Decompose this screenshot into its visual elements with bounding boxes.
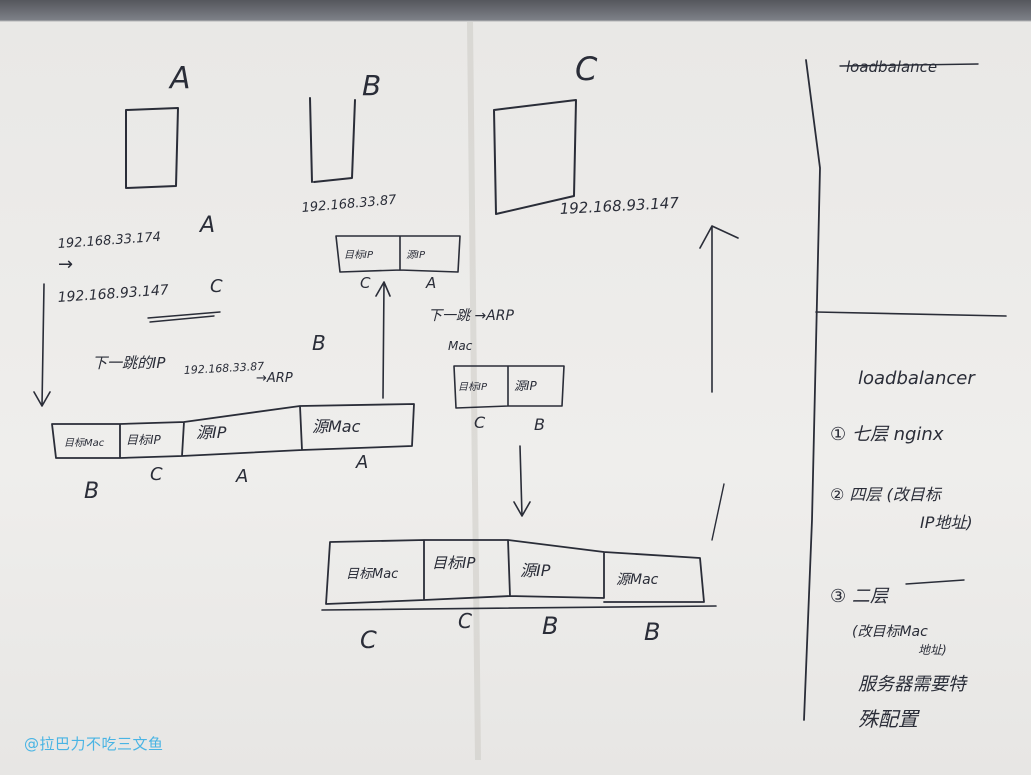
left-next-hop-ip: 192.168.33.87	[183, 360, 264, 377]
host-a-ip: 192.168.33.174	[57, 230, 161, 252]
middle-cell-2: 源IP	[514, 379, 538, 393]
host-c-box	[493, 99, 577, 215]
b-packet-tag-1: C	[360, 274, 371, 292]
up-arrow-to-c	[699, 225, 739, 393]
left-cell-4: 源Mac	[312, 417, 361, 436]
middle-note-2: Mac	[448, 339, 473, 353]
sidebar-struck: loadbalance	[846, 58, 937, 76]
watermark: @拉巴力不吃三文鱼	[24, 735, 164, 753]
sidebar-strikethrough	[839, 63, 979, 67]
sidebar-item-3b: (改目标Mac	[852, 624, 928, 640]
host-b-ip: 192.168.33.87	[301, 193, 398, 216]
up-arrow-to-b	[375, 281, 391, 399]
b-packet-tag-2: A	[425, 274, 436, 292]
bottom-cell-3: 源IP	[520, 561, 551, 580]
bottom-tag-1: C	[360, 626, 377, 654]
bottom-tag-2: C	[458, 609, 472, 633]
left-next-hop: 下一跳的IP	[92, 354, 166, 372]
middle-tag-2: B	[534, 415, 545, 434]
middle-tag-1: C	[474, 413, 486, 432]
host-c-ip: 192.168.93.147	[559, 194, 680, 218]
sidebar-item-2b: IP地址)	[920, 513, 973, 532]
sidebar-item-3c: 地址)	[918, 643, 947, 657]
middle-cell-1: 目标IP	[458, 381, 488, 393]
left-ip: 192.168.93.147	[57, 282, 169, 306]
sidebar-item-3d: 服务器需要特	[858, 674, 968, 695]
host-b-label: B	[362, 69, 381, 102]
stray-stroke	[711, 483, 725, 541]
host-a-ip-tag: A	[198, 213, 215, 238]
sidebar-item-2a: ② 四层 (改目标	[830, 485, 943, 504]
left-tag-4: A	[355, 452, 368, 473]
b-packet-box	[335, 235, 461, 273]
left-tag-1: B	[84, 479, 99, 504]
left-cell-2: 目标IP	[126, 433, 162, 447]
bottom-tag-4: B	[644, 618, 660, 646]
b-packet-cell-2: 源IP	[406, 249, 426, 261]
left-cell-1: 目标Mac	[64, 437, 105, 449]
sidebar-divider	[803, 59, 821, 721]
host-a-box	[125, 107, 179, 189]
sidebar-item-1: ① 七层 nginx	[830, 424, 944, 445]
left-ip-tag: C	[210, 276, 223, 297]
host-b-box	[309, 97, 356, 183]
sidebar-title: loadbalancer	[858, 368, 976, 389]
sidebar-item-3: ③ 二层	[830, 586, 890, 607]
bottom-packet-box	[325, 539, 705, 605]
paper-fold	[467, 21, 481, 761]
host-c-label: C	[575, 50, 598, 88]
sidebar-item-3e: 殊配置	[858, 707, 920, 731]
middle-packet-box	[453, 365, 565, 409]
left-cell-3: 源IP	[196, 423, 227, 442]
sidebar-item-3-scribble	[905, 579, 965, 585]
bottom-cell-1: 目标Mac	[346, 567, 398, 582]
left-down-arrow	[33, 283, 51, 407]
left-tag-3: A	[235, 466, 248, 487]
left-tag-2: C	[150, 464, 163, 485]
bottom-cell-4: 源Mac	[616, 572, 659, 588]
sidebar-hline	[815, 311, 1007, 317]
left-next-hop-tag: B	[312, 331, 326, 355]
left-arp: →ARP	[256, 371, 293, 386]
down-arrow-to-bottom	[513, 445, 531, 517]
bottom-cell-2: 目标IP	[432, 554, 476, 572]
left-arrow-mark: →	[58, 254, 73, 275]
left-scribble	[147, 311, 221, 323]
b-packet-cell-1: 目标IP	[344, 249, 374, 261]
middle-note-1: 下一跳 →ARP	[428, 308, 514, 324]
left-packet-box	[51, 403, 415, 459]
bottom-underline	[321, 605, 717, 611]
bottom-tag-3: B	[542, 612, 558, 640]
host-a-label: A	[168, 61, 191, 96]
